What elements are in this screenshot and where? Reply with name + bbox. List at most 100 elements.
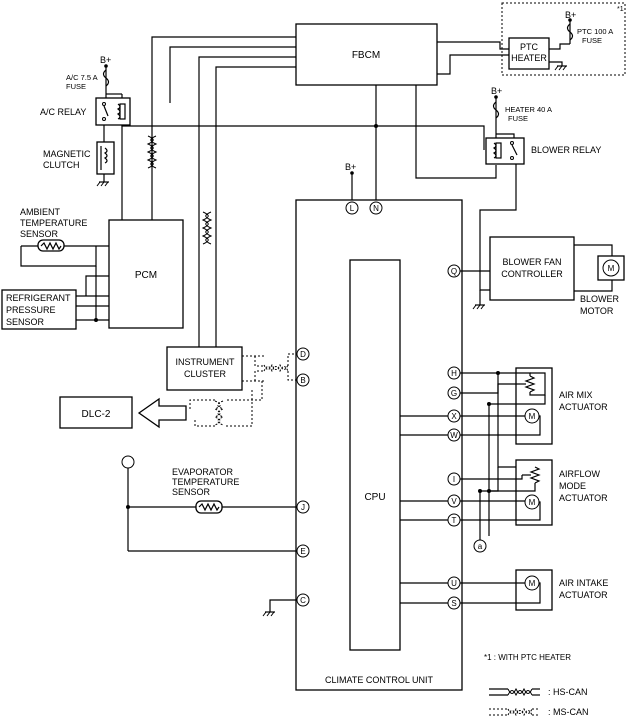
pin-g-label: G bbox=[451, 389, 457, 398]
air-mix-actuator-box bbox=[515, 367, 553, 445]
refrigerant-sensor-label-1: REFRIGERANT bbox=[6, 293, 71, 303]
instrument-cluster-box bbox=[166, 346, 243, 391]
blower-controller-ground-icon bbox=[472, 304, 486, 310]
pin-u-label: U bbox=[451, 579, 457, 588]
heater-bplus-label: B+ bbox=[491, 86, 502, 96]
pin-c-label: C bbox=[300, 596, 306, 605]
ptc-heater-label-2: HEATER bbox=[511, 53, 547, 63]
ptc-heater-label-1: PTC bbox=[520, 42, 539, 52]
pcm-box bbox=[108, 219, 184, 329]
climate-control-unit-label: CLIMATE CONTROL UNIT bbox=[325, 675, 434, 685]
airflow-mode-actuator-label-3: ACTUATOR bbox=[559, 493, 608, 503]
ac-relay-box bbox=[95, 97, 131, 126]
ptc-bplus-label: B+ bbox=[565, 10, 576, 20]
ptc-optional-region bbox=[501, 2, 626, 76]
ambient-sensor-label-2: TEMPERATURE bbox=[20, 218, 87, 228]
blower-relay-label: BLOWER RELAY bbox=[531, 145, 601, 155]
dlc2-arrow-icon bbox=[137, 397, 187, 429]
legend-hs-can-icon bbox=[507, 688, 533, 696]
ac-relay-label: A/C RELAY bbox=[40, 107, 86, 117]
ccu-bplus-label: B+ bbox=[345, 162, 356, 172]
air-mix-motor-symbol: M bbox=[529, 412, 536, 421]
instrument-cluster-label-1: INSTRUMENT bbox=[176, 357, 235, 367]
instrument-cluster-label-2: CLUSTER bbox=[184, 369, 227, 379]
refrigerant-sensor-box bbox=[1, 289, 77, 330]
pin-q-label: Q bbox=[451, 267, 457, 276]
connector-a-right-label: a bbox=[478, 542, 483, 551]
pin-b bbox=[296, 373, 310, 387]
refrigerant-sensor-label-2: PRESSURE bbox=[6, 305, 56, 315]
ms-can-twist-dlc bbox=[214, 400, 224, 426]
legend-ms-can-icon bbox=[507, 708, 533, 716]
air-intake-motor-symbol: M bbox=[529, 579, 536, 588]
connector-a-left bbox=[121, 455, 135, 469]
ptc-fuse-label-2: FUSE bbox=[582, 36, 602, 45]
ambient-sensor-label-1: AMBIENT bbox=[20, 207, 61, 217]
magnetic-clutch-label-1: MAGNETIC bbox=[43, 149, 91, 159]
pin-s-label: S bbox=[451, 599, 456, 608]
pcm-label: PCM bbox=[135, 270, 157, 281]
airflow-mode-actuator-label-1: AIRFLOW bbox=[559, 469, 601, 479]
blower-motor-label-1: BLOWER bbox=[580, 294, 620, 304]
pin-d bbox=[296, 347, 310, 361]
blower-motor-icon bbox=[602, 259, 620, 277]
air-intake-actuator-label-2: ACTUATOR bbox=[559, 590, 608, 600]
pin-n bbox=[369, 201, 383, 215]
pin-b-label: B bbox=[300, 376, 305, 385]
blower-fan-controller-box bbox=[489, 236, 575, 301]
refrigerant-sensor-label-3: SENSOR bbox=[6, 317, 45, 327]
air-mix-actuator-label-1: AIR MIX bbox=[559, 390, 593, 400]
blower-motor-label-2: MOTOR bbox=[580, 306, 614, 316]
ac-fuse-label-2: FUSE bbox=[66, 82, 86, 91]
pin-v-label: V bbox=[451, 497, 457, 506]
fbcm-label: FBCM bbox=[352, 50, 380, 61]
evaporator-sensor-label-1: EVAPORATOR bbox=[172, 467, 234, 477]
dlc2-label: DLC-2 bbox=[82, 409, 111, 420]
air-mix-actuator-label-2: ACTUATOR bbox=[559, 402, 608, 412]
evaporator-sensor-label-3: SENSOR bbox=[172, 487, 211, 497]
magnetic-clutch-label-2: CLUTCH bbox=[43, 160, 80, 170]
ptc-footnote-marker: *1 bbox=[617, 6, 624, 13]
hs-can-twist-cluster bbox=[202, 211, 212, 245]
clutch-ground-icon bbox=[96, 181, 110, 187]
cpu-box bbox=[349, 259, 401, 651]
ac-fuse-symbol bbox=[102, 69, 110, 87]
pin-w-label: W bbox=[450, 431, 458, 440]
airflow-mode-actuator-label-2: MODE bbox=[559, 481, 586, 491]
evaporator-sensor-label-2: TEMPERATURE bbox=[172, 477, 239, 487]
legend-hs-can-label: : HS-CAN bbox=[548, 687, 588, 697]
pin-n-label: N bbox=[373, 204, 379, 213]
pin-d-label: D bbox=[300, 350, 306, 359]
connector-a-right bbox=[473, 539, 487, 553]
dlc2-box bbox=[59, 396, 133, 429]
blower-motor-symbol: M bbox=[608, 264, 615, 273]
blower-fan-controller-label-1: BLOWER FAN bbox=[502, 257, 561, 267]
ms-can-twist-cluster-ccu bbox=[263, 364, 289, 372]
pin-l bbox=[345, 201, 359, 215]
airflow-motor-symbol: M bbox=[529, 498, 536, 507]
ac-bplus-label: B+ bbox=[100, 55, 111, 65]
pin-t-label: T bbox=[452, 516, 457, 525]
airflow-mode-actuator-box bbox=[515, 459, 553, 526]
pin-i-label: I bbox=[453, 475, 455, 484]
ac-fuse-label-1: A/C 7.5 A bbox=[66, 73, 98, 82]
ambient-sensor-label-3: SENSOR bbox=[20, 229, 59, 239]
heater-fuse-label-1: HEATER 40 A bbox=[505, 105, 552, 114]
pin-l-label: L bbox=[350, 204, 355, 213]
fbcm-box bbox=[295, 23, 438, 86]
footnote-text: *1 : WITH PTC HEATER bbox=[484, 653, 571, 662]
ptc-heater-box bbox=[508, 37, 550, 70]
ccu-ground-icon bbox=[262, 611, 276, 617]
pin-j-label: J bbox=[301, 503, 305, 512]
ptc-fuse-symbol bbox=[566, 23, 574, 41]
ptc-ground-icon bbox=[554, 65, 568, 71]
air-intake-actuator-label-1: AIR INTAKE bbox=[559, 578, 608, 588]
blower-relay-box bbox=[485, 137, 525, 165]
pin-h-label: H bbox=[451, 369, 457, 378]
pin-x-label: X bbox=[451, 412, 457, 421]
legend-ms-can-label: : MS-CAN bbox=[548, 707, 589, 717]
blower-fan-controller-label-2: CONTROLLER bbox=[501, 269, 563, 279]
cpu-label: CPU bbox=[364, 492, 385, 503]
pin-e-label: E bbox=[300, 547, 305, 556]
